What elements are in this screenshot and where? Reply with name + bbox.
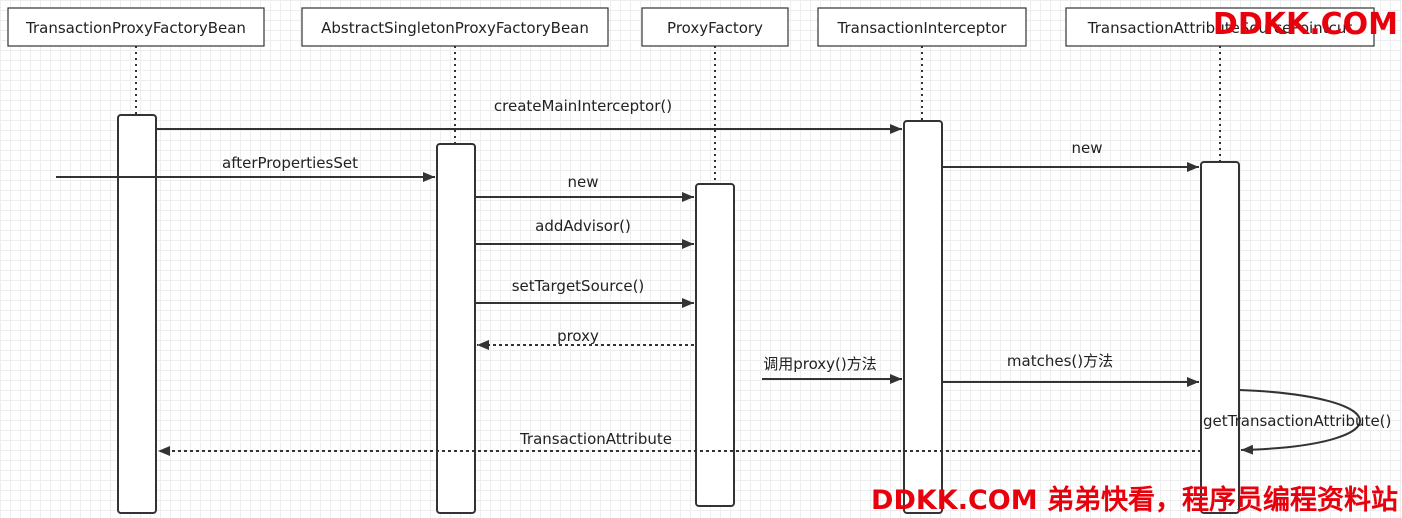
message-label-create-main-interceptor: createMainInterceptor() [494, 97, 672, 115]
message-label-get-transaction-attribute: getTransactionAttribute() [1203, 412, 1391, 430]
watermark-bottom: DDKK.COM 弟弟快看，程序员编程资料站 [871, 484, 1398, 516]
message-arrow-get-transaction-attribute [1238, 389, 1361, 455]
activation-transactioninterceptor [903, 120, 943, 514]
message-label-call-proxy: 调用proxy()方法 [763, 355, 877, 373]
activation-proxyfactory [695, 183, 735, 507]
message-label-add-advisor: addAdvisor() [535, 217, 631, 235]
message-label-transaction-attribute: TransactionAttribute [519, 430, 672, 448]
participant-transactioninterceptor: TransactionInterceptor [817, 7, 1027, 47]
message-label-proxy: proxy [557, 327, 599, 345]
participant-transactionproxyfactorybean: TransactionProxyFactoryBean [7, 7, 265, 47]
message-label-new-proxyfactory: new [567, 173, 598, 191]
participant-label: ProxyFactory [667, 19, 763, 37]
message-label-after-properties-set: afterPropertiesSet [222, 154, 358, 172]
activation-transactionproxyfactorybean [117, 114, 157, 514]
participant-proxyfactory: ProxyFactory [641, 7, 789, 47]
activation-abstractsingletonproxyfactorybean [436, 143, 476, 514]
participant-label: TransactionAttributeSourcePointcut [1087, 19, 1353, 37]
watermark-top: DDKK.COM [1213, 7, 1398, 42]
participant-transactionattributesourcepointcut: TransactionAttributeSourcePointcut [1065, 7, 1375, 47]
message-label-new-pointcut: new [1071, 139, 1102, 157]
message-label-set-target-source: setTargetSource() [512, 277, 645, 295]
activation-transactionattributesourcepointcut [1200, 161, 1240, 514]
participant-label: TransactionProxyFactoryBean [25, 19, 246, 37]
participant-abstractsingletonproxyfactorybean: AbstractSingletonProxyFactoryBean [301, 7, 609, 47]
message-label-matches: matches()方法 [1007, 352, 1113, 370]
participant-label: TransactionInterceptor [837, 19, 1008, 37]
participant-label: AbstractSingletonProxyFactoryBean [321, 19, 589, 37]
